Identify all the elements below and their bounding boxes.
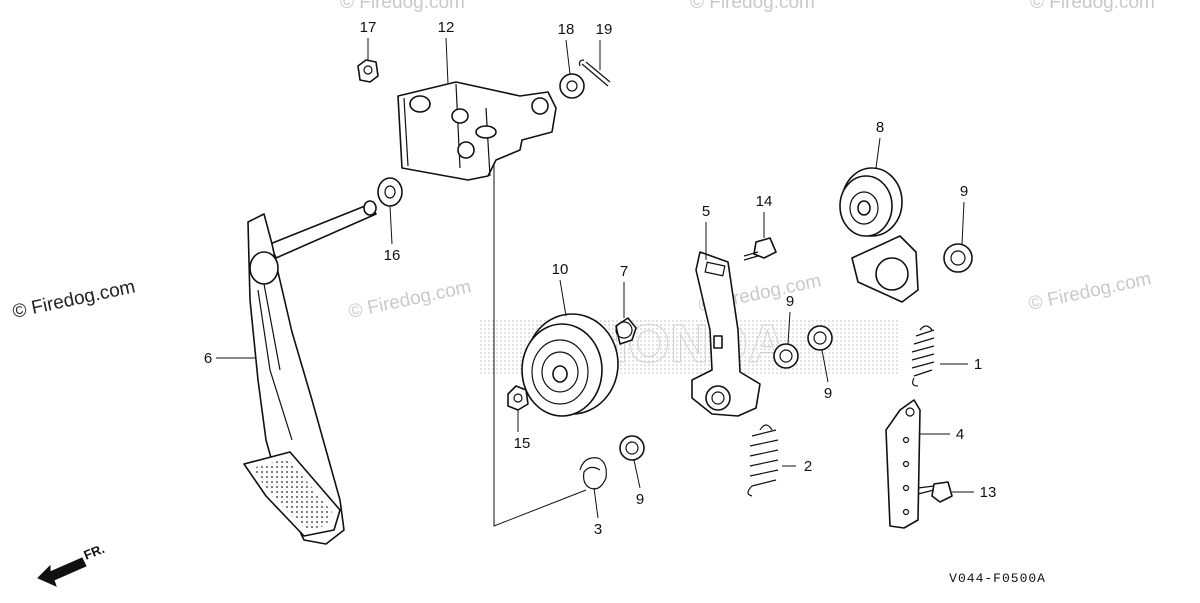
- washer-part: [559, 73, 585, 99]
- callout-number: 2: [804, 458, 812, 475]
- washer-part: [377, 177, 403, 207]
- pulley-part: [521, 313, 619, 417]
- arm-part: [691, 251, 761, 417]
- callout-number: 6: [204, 350, 212, 367]
- callout-number: 16: [384, 247, 401, 264]
- watermark-text: © Firedog.com: [1027, 268, 1154, 315]
- callout-number: 17: [360, 19, 377, 36]
- callout-number: 12: [438, 19, 455, 36]
- callout-number: 10: [552, 261, 569, 278]
- callout-labels: 17 12 18 19 16 6 10 7 15 3 9 5 14 9 9 2 …: [204, 19, 997, 538]
- nut-part: [507, 385, 529, 411]
- callout-number: 9: [786, 293, 794, 310]
- callout-number: 1: [974, 356, 982, 373]
- watermark-text: © Firedog.com: [340, 0, 465, 13]
- collar-part: [773, 343, 799, 369]
- bolt-part: [743, 237, 777, 261]
- plate-part: [885, 399, 921, 529]
- bracket-part: [397, 81, 557, 181]
- pedal-part: [243, 200, 377, 545]
- collar-part: [619, 435, 645, 461]
- callout-number: 15: [514, 435, 531, 452]
- watermark-text: © Firedog.com: [690, 0, 815, 13]
- callout-number: 7: [620, 263, 628, 280]
- callout-number: 9: [960, 183, 968, 200]
- direction-label: FR.: [82, 541, 107, 563]
- nut-part: [357, 59, 379, 83]
- spring-part: [911, 325, 935, 387]
- callout-number: 18: [558, 21, 575, 38]
- callout-number: 3: [594, 521, 602, 538]
- callout-number: 9: [636, 491, 644, 508]
- callout-number: 8: [876, 119, 884, 136]
- leader-lines: [216, 37, 974, 519]
- spring-part: [747, 424, 779, 497]
- front-direction-indicator: FR.: [37, 541, 107, 587]
- watermark-text: © Firedog.com: [347, 276, 474, 323]
- collar-part: [943, 243, 973, 273]
- tensioner-part: [839, 167, 919, 303]
- clip-part: [579, 457, 607, 490]
- callout-number: 4: [956, 426, 964, 443]
- collar-part: [807, 325, 833, 351]
- connector-line: [493, 164, 587, 527]
- diagram-code: V044-F0500A: [949, 571, 1046, 586]
- direction-arrow-icon: [37, 557, 87, 587]
- bolt-part: [917, 481, 953, 503]
- callout-number: 14: [756, 193, 773, 210]
- callout-number: 9: [824, 385, 832, 402]
- collar-part: [615, 317, 637, 345]
- callout-number: 5: [702, 203, 710, 220]
- callout-number: 13: [980, 484, 997, 501]
- pin-part: [578, 59, 611, 87]
- watermark-text: © Firedog.com: [1030, 0, 1155, 13]
- watermark-text-main: © Firedog.com: [11, 276, 138, 323]
- callout-number: 19: [596, 21, 613, 38]
